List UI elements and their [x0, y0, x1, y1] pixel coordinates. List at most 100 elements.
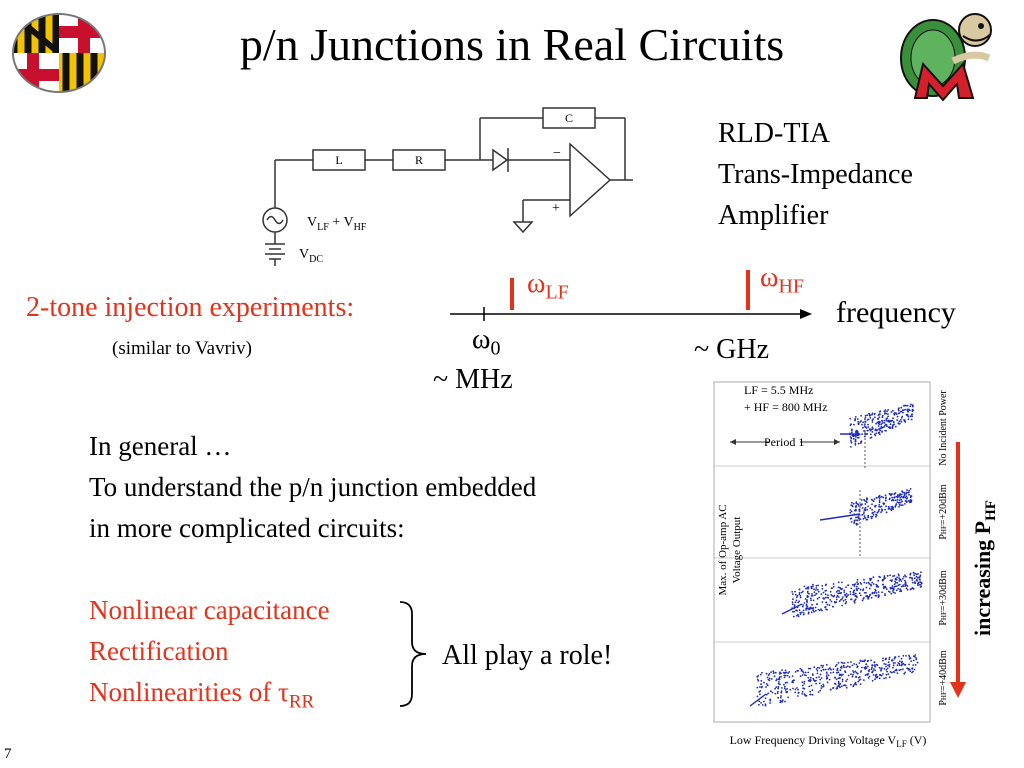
scatter-point [900, 406, 903, 409]
page-title: p/n Junctions in Real Circuits [239, 19, 785, 70]
scatter-point [890, 420, 893, 422]
scatter-point [768, 677, 771, 680]
scatter-point [836, 671, 838, 674]
scatter-point [868, 428, 871, 430]
scatter-point [845, 680, 847, 683]
scatter-point [888, 656, 891, 659]
scatter-point [878, 508, 881, 511]
scatter-point [835, 687, 838, 690]
amplifier-label-line: Trans-Impedance [718, 159, 913, 190]
scatter-point [805, 674, 807, 677]
scatter-point [875, 592, 878, 594]
scatter-point [894, 592, 896, 594]
scatter-point [900, 504, 903, 506]
scatter-point [822, 664, 825, 667]
scatter-point [841, 680, 844, 683]
opamp-minus-label: − [553, 146, 561, 161]
scatter-point [777, 682, 780, 685]
scatter-point [872, 670, 874, 672]
scatter-point [862, 421, 864, 424]
scatter-point [897, 494, 899, 496]
scatter-point [912, 659, 915, 662]
scatter-point [870, 517, 873, 520]
scatter-point [758, 703, 760, 706]
scatter-point [874, 416, 876, 419]
scatter-point [898, 505, 900, 508]
figure-y-label: Voltage Output [731, 517, 743, 584]
general-line: To understand the p/n junction embedded [89, 472, 537, 502]
scatter-point [878, 575, 881, 578]
scatter-point [877, 595, 880, 598]
scatter-point [893, 412, 896, 415]
scatter-point [895, 578, 897, 581]
scatter-point [803, 602, 806, 604]
scatter-point [915, 657, 918, 659]
scatter-point [864, 414, 867, 417]
scatter-point [854, 683, 857, 685]
scatter-point [842, 673, 844, 676]
scatter-point [801, 674, 804, 676]
scatter-point [876, 664, 879, 667]
scatter-point [847, 594, 850, 596]
scatter-point [812, 677, 815, 680]
scatter-point [817, 691, 820, 693]
scatter-point [781, 687, 783, 689]
scatter-point [856, 588, 858, 590]
scatter-point [873, 661, 876, 663]
scatter-point [891, 499, 893, 502]
scatter-point [809, 667, 812, 670]
scatter-point [862, 426, 864, 429]
scatter-point [901, 415, 904, 418]
scatter-point [855, 675, 857, 678]
scatter-point [794, 671, 797, 673]
scatter-point [863, 511, 865, 513]
scatter-point [869, 507, 872, 509]
scatter-point [871, 419, 874, 422]
scatter-point [806, 590, 809, 593]
scatter-point [873, 498, 876, 500]
scatter-point [859, 504, 862, 506]
scatter-point [869, 579, 872, 582]
scatter-point [811, 693, 814, 696]
scatter-point [809, 693, 811, 696]
scatter-point [824, 593, 827, 596]
scatter-point [838, 683, 841, 686]
scatter-point [898, 664, 901, 667]
scatter-point [918, 576, 921, 579]
omega-zero-label: ω0 [472, 324, 501, 360]
scatter-point [900, 420, 903, 423]
scatter-point [915, 578, 918, 581]
scatter-point [867, 505, 869, 508]
scatter-point [853, 600, 856, 602]
scatter-point [874, 664, 876, 666]
scatter-point [877, 496, 880, 498]
scatter-point [887, 673, 890, 675]
scatter-point [819, 678, 822, 681]
scatter-point [887, 413, 889, 415]
scatter-point [893, 671, 896, 673]
figure-y-label: Max. of Op-amp AC [717, 504, 729, 595]
capacitor-label: C [565, 111, 573, 125]
scatter-point [794, 691, 797, 694]
scatter-point [898, 574, 900, 577]
scatter-point [822, 683, 825, 686]
scatter-point [849, 666, 851, 668]
scatter-point [893, 656, 896, 658]
scatter-point [796, 610, 798, 612]
scatter-point [885, 673, 888, 676]
scatter-point [875, 422, 877, 425]
scatter-point [780, 695, 782, 697]
scatter-point [808, 592, 810, 595]
two-tone-heading: 2-tone injection experiments: [26, 292, 355, 323]
scatter-point [866, 518, 869, 521]
scatter-point [801, 684, 804, 687]
scatter-point [908, 663, 910, 666]
scatter-point [796, 670, 799, 672]
scatter-point [851, 584, 854, 586]
scatter-point [845, 586, 847, 588]
scatter-point [858, 508, 861, 511]
scatter-point [803, 682, 805, 685]
scatter-point [867, 596, 870, 599]
scatter-point [885, 668, 888, 671]
scatter-point [850, 441, 853, 443]
